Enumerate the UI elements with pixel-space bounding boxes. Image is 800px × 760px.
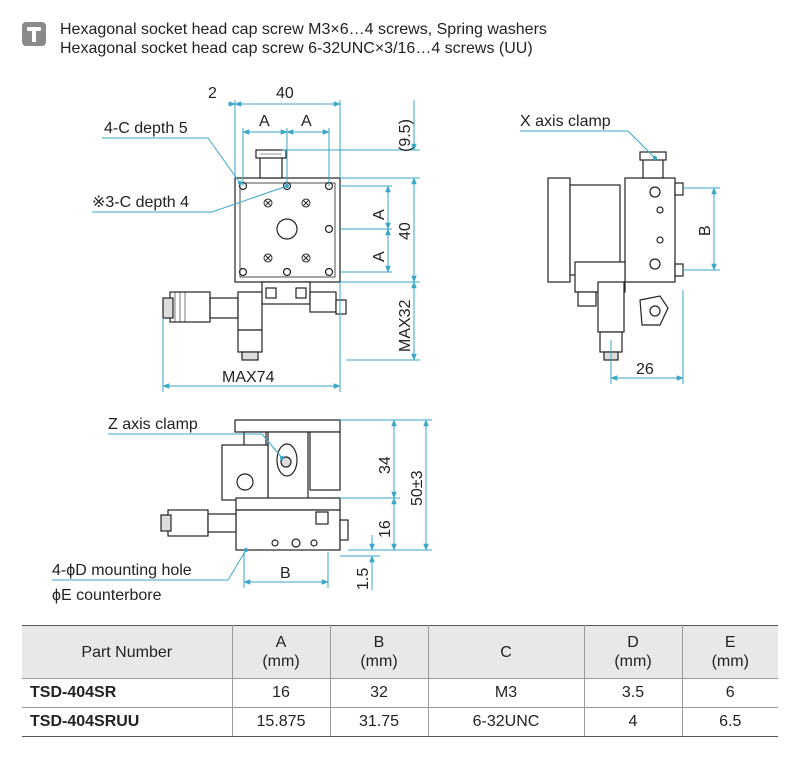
cell-e: 6.5 [681, 707, 778, 737]
table-header-row: Part Number A(mm) B(mm) C D(mm) E(mm) [22, 625, 778, 679]
dim-40-top: 40 [276, 85, 294, 102]
cell-e: 6 [681, 678, 778, 708]
dim-max32: MAX32 [397, 299, 414, 352]
screw-note: Hexagonal socket head cap screw M3×6…4 s… [22, 18, 782, 68]
dim-9-5: (9.5) [397, 119, 414, 152]
top-view [162, 149, 347, 361]
dim-34: 34 [377, 456, 394, 474]
cell-b: 31.75 [329, 707, 429, 737]
dim-50: 50±3 [409, 470, 426, 506]
header-a: A(mm) [231, 625, 331, 679]
technical-drawing: 2 40 A A 4-C depth 5 ※3-C depth 4 (9.5) … [52, 85, 720, 604]
top-stage-plate [234, 177, 341, 283]
front-view [160, 419, 349, 551]
label-z-axis-clamp: Z axis clamp [108, 416, 198, 433]
label-x-axis-clamp: X axis clamp [520, 113, 611, 130]
front-view-dimensions [52, 419, 432, 590]
cell-d: 4 [583, 707, 683, 737]
cell-b: 32 [329, 678, 429, 708]
cell-a: 15.875 [231, 707, 331, 737]
side-view-dimensions [520, 130, 720, 384]
cell-a: 16 [231, 678, 331, 708]
header-b: B(mm) [329, 625, 429, 679]
label-4c-depth: 4-C depth 5 [104, 120, 188, 137]
dim-a-upper: A [371, 209, 388, 220]
top-view-dimensions [92, 100, 420, 392]
dim-b-side: B [697, 225, 714, 236]
side-view-labels: X axis clamp B 26 [520, 113, 714, 378]
note-line-1: Hexagonal socket head cap screw M3×6…4 s… [60, 21, 547, 38]
cell-d: 3.5 [583, 678, 683, 708]
dim-1-5: 1.5 [355, 568, 372, 590]
table-row: TSD-404SR 16 32 M3 3.5 6 [22, 678, 778, 708]
dim-16: 16 [377, 520, 394, 538]
top-view-labels: 2 40 A A 4-C depth 5 ※3-C depth 4 (9.5) … [92, 85, 414, 386]
header-c: C [427, 625, 585, 679]
header-d: D(mm) [583, 625, 683, 679]
dim-40-side: 40 [397, 222, 414, 240]
cell-part: TSD-404SR [22, 678, 233, 708]
note-line-2: Hexagonal socket head cap screw 6-32UNC×… [60, 40, 533, 57]
header-part-number: Part Number [22, 625, 233, 679]
cell-part: TSD-404SRUU [22, 707, 233, 737]
dim-a-left: A [259, 113, 270, 130]
dim-b-front: B [280, 565, 291, 582]
front-view-labels: Z axis clamp 34 50±3 16 B 1.5 4-ϕD mount… [52, 416, 426, 604]
header-e: E(mm) [681, 625, 778, 679]
dim-26: 26 [636, 361, 654, 378]
dim-a-right: A [301, 113, 312, 130]
micrometer-head-y [237, 329, 263, 353]
label-counterbore: ϕE counterbore [52, 587, 162, 604]
micrometer-head-x [169, 291, 211, 323]
cell-c: 6-32UNC [427, 707, 585, 737]
dim-max74: MAX74 [222, 369, 275, 386]
label-mounting-hole: 4-ϕD mounting hole [52, 562, 192, 579]
screw-note-icon [22, 22, 46, 46]
dim-2: 2 [208, 85, 217, 102]
table-row: TSD-404SRUU 15.875 31.75 6-32UNC 4 6.5 [22, 707, 778, 737]
side-view [547, 151, 684, 361]
screw-holes [263, 198, 311, 263]
cell-c: M3 [427, 678, 585, 708]
dim-a-lower: A [371, 251, 388, 262]
label-3c-depth: ※3-C depth 4 [92, 194, 189, 211]
spec-table: Part Number A(mm) B(mm) C D(mm) E(mm) TS… [22, 625, 778, 737]
tapped-holes [238, 181, 334, 277]
